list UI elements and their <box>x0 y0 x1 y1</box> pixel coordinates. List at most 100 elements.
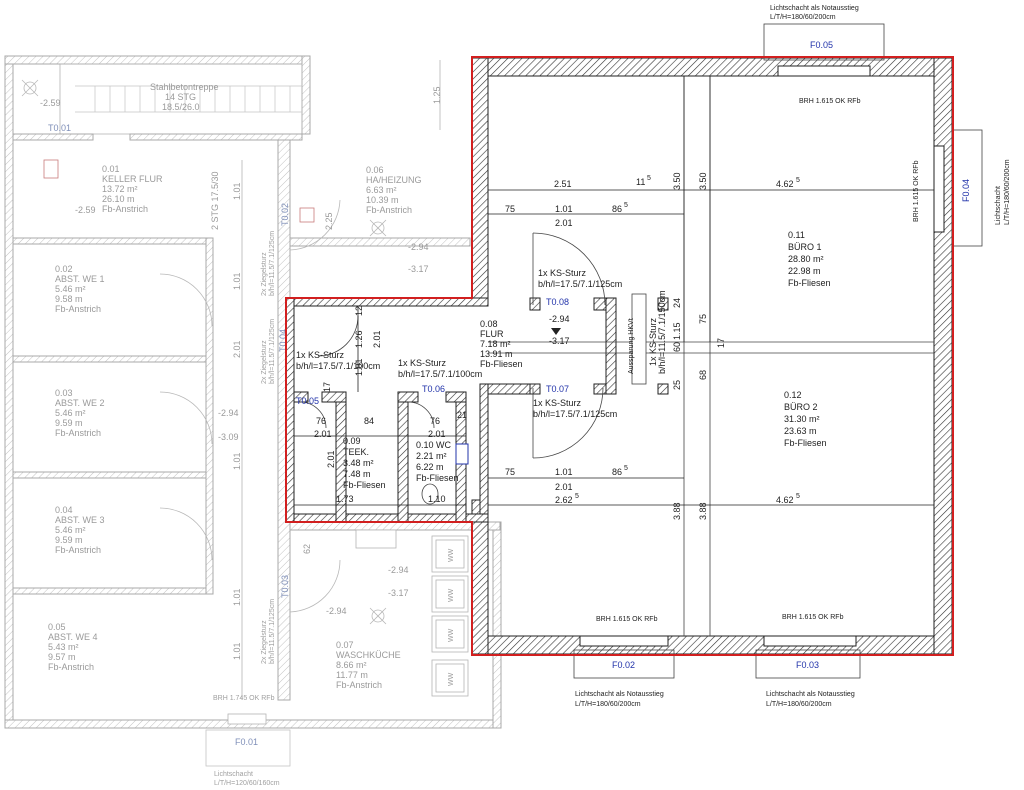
svg-text:3.88: 3.88 <box>698 502 708 520</box>
svg-text:b/h/l=11.5/7.1/125cm: b/h/l=11.5/7.1/125cm <box>269 599 276 664</box>
svg-text:1.01: 1.01 <box>232 452 242 470</box>
svg-text:Stahlbetontreppe: Stahlbetontreppe <box>150 82 219 92</box>
svg-text:Fb-Fliesen: Fb-Fliesen <box>784 438 827 448</box>
svg-text:0.02: 0.02 <box>55 264 73 274</box>
level-label: -2.94 <box>549 314 570 324</box>
svg-text:5.46 m²: 5.46 m² <box>55 284 86 294</box>
svg-text:13.91 m: 13.91 m <box>480 349 513 359</box>
svg-text:0.06: 0.06 <box>366 165 384 175</box>
svg-text:62: 62 <box>302 544 312 554</box>
svg-text:BÜRO 2: BÜRO 2 <box>784 402 818 412</box>
svg-text:b/h/l=17.5/7.1/100cm: b/h/l=17.5/7.1/100cm <box>398 369 482 379</box>
svg-text:25: 25 <box>672 380 682 390</box>
svg-text:6.63 m²: 6.63 m² <box>366 185 397 195</box>
room-buero-1: 0.11 BÜRO 1 28.80 m² 22.98 m Fb-Fliesen <box>788 230 831 288</box>
svg-text:5: 5 <box>796 493 800 500</box>
svg-text:Fb-Anstrich: Fb-Anstrich <box>336 680 382 690</box>
room-flur: 0.08 FLUR 7.18 m² 13.91 m Fb-Fliesen <box>480 319 523 369</box>
svg-text:12: 12 <box>354 306 364 316</box>
svg-text:0.04: 0.04 <box>55 505 73 515</box>
svg-text:F0.04: F0.04 <box>961 179 971 202</box>
room-teekueche: 0.09 TEEK. 3.48 m² 7.48 m Fb-Fliesen <box>343 436 386 490</box>
svg-text:84: 84 <box>364 416 374 426</box>
svg-text:WASCHKÜCHE: WASCHKÜCHE <box>336 650 401 660</box>
svg-text:BRH 1.745 OK RFb: BRH 1.745 OK RFb <box>213 695 275 702</box>
svg-text:18.5/26.0: 18.5/26.0 <box>162 102 200 112</box>
svg-text:22.98 m: 22.98 m <box>788 266 821 276</box>
svg-text:0.11: 0.11 <box>788 230 805 240</box>
svg-text:2.25: 2.25 <box>324 212 334 230</box>
svg-text:75: 75 <box>698 314 708 324</box>
svg-text:14 STG: 14 STG <box>165 92 196 102</box>
svg-text:1.01: 1.01 <box>232 182 242 200</box>
svg-text:10.39 m: 10.39 m <box>366 195 399 205</box>
svg-text:b/h/l=11.5/7.1/125cm: b/h/l=11.5/7.1/125cm <box>269 231 276 296</box>
level-label: -2.59 <box>40 98 61 108</box>
svg-text:24: 24 <box>672 298 682 308</box>
svg-text:Fb-Fliesen: Fb-Fliesen <box>788 278 831 288</box>
svg-text:1.01: 1.01 <box>232 588 242 606</box>
svg-text:2.01: 2.01 <box>372 330 382 348</box>
svg-text:BRH 1.615 OK RFb: BRH 1.615 OK RFb <box>782 614 844 621</box>
window-f005: F0.05 BRH 1.615 OK RFb Lichtschacht als … <box>763 5 885 105</box>
svg-text:3.50: 3.50 <box>672 172 682 190</box>
svg-text:86: 86 <box>612 467 622 477</box>
level-label: -2.94 <box>326 606 347 616</box>
svg-text:ABST. WE 3: ABST. WE 3 <box>55 515 105 525</box>
svg-text:BRH 1.615 OK RFb: BRH 1.615 OK RFb <box>596 616 658 623</box>
door-label-t006: T0.06 <box>422 384 445 394</box>
svg-text:2.51: 2.51 <box>554 179 572 189</box>
svg-text:L/T/H=180/60/200cm: L/T/H=180/60/200cm <box>766 701 832 708</box>
svg-text:2 STG 17.5/30: 2 STG 17.5/30 <box>210 171 220 230</box>
svg-text:1x KS-Sturz: 1x KS-Sturz <box>296 350 345 360</box>
svg-text:HA/HEIZUNG: HA/HEIZUNG <box>366 175 422 185</box>
svg-text:2.21 m²: 2.21 m² <box>416 451 447 461</box>
door-label-t007: T0.07 <box>546 384 569 394</box>
svg-text:2.01: 2.01 <box>326 450 336 468</box>
svg-text:5: 5 <box>624 465 628 472</box>
svg-text:13.72 m²: 13.72 m² <box>102 184 138 194</box>
svg-text:1.25: 1.25 <box>432 86 442 104</box>
svg-text:3.48 m²: 3.48 m² <box>343 458 374 468</box>
level-label: -2.94 <box>408 242 429 252</box>
room-ha-heizung: 0.06 HA/HEIZUNG 6.63 m² 10.39 m Fb-Anstr… <box>366 165 422 215</box>
window-f003: F0.03 BRH 1.615 OK RFb Lichtschacht als … <box>755 614 861 708</box>
svg-text:0.05: 0.05 <box>48 622 66 632</box>
svg-text:BRH 1.615 OK RFb: BRH 1.615 OK RFb <box>799 98 861 105</box>
svg-text:Fb-Anstrich: Fb-Anstrich <box>102 204 148 214</box>
svg-text:b/h/l=17.5/7.1/125cm: b/h/l=17.5/7.1/125cm <box>533 409 617 419</box>
svg-text:Fb-Fliesen: Fb-Fliesen <box>480 359 523 369</box>
svg-text:Lichtschacht als Notausstieg: Lichtschacht als Notausstieg <box>766 691 855 698</box>
svg-text:b/h/l=11.5/7.1/125cm: b/h/l=11.5/7.1/125cm <box>269 319 276 384</box>
svg-text:Fb-Anstrich: Fb-Anstrich <box>366 205 412 215</box>
room-abst-we-2: 0.03 ABST. WE 2 5.46 m² 9.59 m Fb-Anstri… <box>55 388 105 438</box>
svg-text:5.46 m²: 5.46 m² <box>55 525 86 535</box>
svg-text:L/T/H=180/60/200cm: L/T/H=180/60/200cm <box>770 14 836 21</box>
svg-text:b/h/l=11.5/7.1/150cm: b/h/l=11.5/7.1/150cm <box>657 290 667 374</box>
svg-text:1x KS-Sturz: 1x KS-Sturz <box>648 317 658 366</box>
level-label: -3.09 <box>218 432 239 442</box>
level-label: -3.17 <box>408 264 429 274</box>
svg-text:3.88: 3.88 <box>672 502 682 520</box>
window-f004: F0.04 BRH 1.615 OK RFb Lichtschacht L/T/… <box>913 129 1011 247</box>
svg-text:Fb-Anstrich: Fb-Anstrich <box>55 428 101 438</box>
door-label-t002: T0.02 <box>280 203 290 226</box>
svg-text:1.01: 1.01 <box>232 642 242 660</box>
svg-text:L/T/H=120/60/160cm: L/T/H=120/60/160cm <box>214 780 280 787</box>
svg-text:0.03: 0.03 <box>55 388 73 398</box>
svg-text:76: 76 <box>430 416 440 426</box>
svg-text:0.01: 0.01 <box>102 164 120 174</box>
svg-text:0.08: 0.08 <box>480 319 498 329</box>
svg-text:26.10 m: 26.10 m <box>102 194 135 204</box>
svg-text:31.30 m²: 31.30 m² <box>784 414 820 424</box>
svg-text:FLUR: FLUR <box>480 329 504 339</box>
svg-text:1.26: 1.26 <box>354 330 364 348</box>
stair-label: Stahlbetontreppe 14 STG 18.5/26.0 2 STG … <box>150 82 220 230</box>
room-abst-we-4: 0.05 ABST. WE 4 5.43 m² 9.57 m Fb-Anstri… <box>48 622 98 672</box>
washer-label: WW <box>448 672 455 686</box>
svg-text:2x Ziegelsturz: 2x Ziegelsturz <box>261 340 268 384</box>
svg-text:L/T/H=180/60/200cm: L/T/H=180/60/200cm <box>1004 159 1011 225</box>
svg-text:Fb-Fliesen: Fb-Fliesen <box>343 480 386 490</box>
new-building-walls <box>285 57 953 655</box>
